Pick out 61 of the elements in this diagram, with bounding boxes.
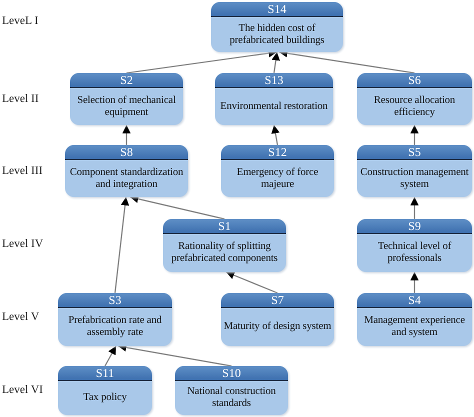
factor-card bbox=[215, 73, 333, 125]
level-label: Level VI bbox=[2, 384, 43, 396]
factor-card bbox=[65, 145, 188, 197]
arrow bbox=[104, 346, 117, 366]
arrow bbox=[271, 124, 280, 146]
factor-label: The hidden cost of prefabricated buildings bbox=[228, 22, 326, 46]
factor-card bbox=[58, 293, 172, 346]
factor-id: S4 bbox=[408, 293, 421, 307]
factor-card bbox=[221, 293, 334, 346]
factor-label: Construction management system bbox=[359, 166, 470, 190]
factor-label: Prefabrication rate and assembly rate bbox=[67, 315, 163, 339]
factor-label: National construction standards bbox=[186, 386, 277, 410]
arrow bbox=[272, 52, 280, 74]
factor-card bbox=[221, 145, 334, 197]
factor-id: S14 bbox=[268, 2, 286, 16]
factor-id: S1 bbox=[218, 219, 231, 233]
factor-label: Management experience and system bbox=[363, 315, 466, 339]
factor-card bbox=[357, 293, 472, 346]
factor-label: Emergency of force majeure bbox=[236, 166, 320, 190]
factor-id: S6 bbox=[408, 73, 421, 87]
arrow bbox=[278, 49, 415, 74]
factor-label: Selection of mechanical equipment bbox=[76, 94, 177, 118]
factor-card bbox=[211, 2, 343, 52]
factor-id: S5 bbox=[408, 145, 421, 159]
arrow bbox=[114, 196, 130, 294]
factor-id: S11 bbox=[96, 366, 114, 380]
factor-label: Resource allocation efficiency bbox=[372, 94, 456, 118]
level-label: Level V bbox=[2, 311, 40, 323]
factor-id: S3 bbox=[108, 293, 122, 307]
factor-label: Environmental restoration bbox=[220, 100, 328, 112]
factor-id: S12 bbox=[268, 145, 287, 159]
factor-id: S2 bbox=[120, 73, 133, 87]
factor-card bbox=[58, 366, 152, 415]
factor-id: S7 bbox=[271, 293, 284, 307]
factor-card bbox=[357, 73, 472, 125]
factor-label: Maturity of design system bbox=[224, 321, 332, 333]
arrow bbox=[410, 197, 419, 219]
arrow bbox=[226, 271, 278, 294]
factor-card bbox=[357, 145, 472, 197]
arrow bbox=[410, 272, 419, 293]
level-label: LeveL I bbox=[2, 15, 38, 27]
factor-id: S10 bbox=[222, 366, 241, 380]
level-label: Level IV bbox=[2, 238, 44, 250]
factor-card bbox=[163, 219, 286, 272]
arrow bbox=[130, 194, 225, 220]
arrow bbox=[118, 343, 232, 367]
factor-label: Rationality of splitting prefabricated components bbox=[170, 241, 279, 265]
arrow bbox=[410, 125, 419, 145]
factor-label: Tax policy bbox=[83, 392, 127, 404]
factor-id: S8 bbox=[120, 145, 133, 159]
factor-label: Component standardization and integration bbox=[68, 166, 184, 190]
factor-card bbox=[357, 219, 472, 272]
level-label: Level II bbox=[2, 93, 39, 105]
factor-card bbox=[70, 73, 183, 125]
factor-label: Technical level of professionals bbox=[376, 241, 452, 265]
level-label: Level III bbox=[2, 165, 43, 177]
factor-card bbox=[175, 366, 288, 415]
arrow bbox=[122, 125, 131, 145]
factor-id: S9 bbox=[408, 219, 421, 233]
arrow bbox=[126, 49, 278, 74]
factor-id: S13 bbox=[264, 73, 284, 87]
